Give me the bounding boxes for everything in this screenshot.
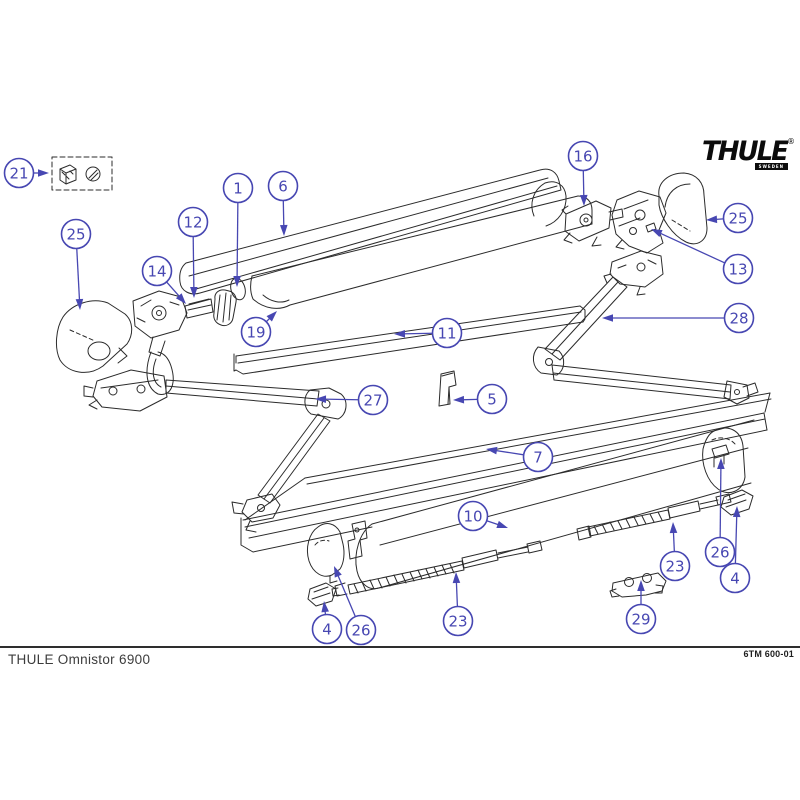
ceiling-rail bbox=[233, 305, 586, 375]
svg-text:11: 11 bbox=[437, 325, 456, 343]
callout-6: 6 bbox=[267, 170, 299, 236]
callout-27: 27 bbox=[315, 384, 389, 416]
callout-10: 10 bbox=[457, 500, 508, 532]
thule-logo: THULE® SWEDEN bbox=[702, 136, 796, 170]
hardware-kit-box bbox=[51, 156, 113, 191]
callout-1: 1 bbox=[222, 172, 254, 287]
callout-11: 11 bbox=[394, 317, 463, 349]
svg-text:29: 29 bbox=[631, 611, 650, 629]
gearbox-bracket bbox=[132, 290, 188, 395]
callout-28: 28 bbox=[602, 302, 755, 334]
crank-knob bbox=[184, 289, 237, 327]
tension-rafter-right bbox=[576, 493, 732, 541]
svg-text:25: 25 bbox=[66, 226, 85, 244]
svg-text:21: 21 bbox=[9, 165, 28, 183]
svg-text:19: 19 bbox=[246, 324, 265, 342]
callout-12: 12 bbox=[177, 206, 209, 298]
callout-7: 7 bbox=[486, 441, 554, 473]
spring-arm-right bbox=[533, 250, 759, 405]
logo-text: THULE bbox=[702, 136, 789, 168]
callout-21: 21 bbox=[3, 157, 49, 189]
callout-26: 26 bbox=[704, 458, 736, 568]
callout-4: 4 bbox=[719, 506, 751, 594]
callout-25: 25 bbox=[706, 202, 754, 234]
mounting-bracket-right bbox=[611, 190, 667, 254]
logo-subtext: SWEDEN bbox=[754, 163, 788, 170]
roller-tube bbox=[355, 419, 755, 590]
callout-19: 19 bbox=[240, 311, 277, 348]
svg-text:5: 5 bbox=[487, 391, 497, 409]
svg-text:16: 16 bbox=[573, 148, 592, 166]
svg-text:23: 23 bbox=[665, 558, 684, 576]
callout-5: 5 bbox=[453, 383, 508, 415]
tube-end-cap-right bbox=[702, 427, 746, 493]
svg-text:26: 26 bbox=[351, 622, 370, 640]
clip-left bbox=[307, 582, 337, 607]
end-cap-left bbox=[55, 300, 133, 373]
svg-text:4: 4 bbox=[730, 570, 740, 588]
fabric-hook bbox=[347, 520, 368, 560]
lead-rail bbox=[240, 412, 768, 553]
callout-29: 29 bbox=[625, 580, 657, 635]
callout-26: 26 bbox=[334, 566, 377, 646]
registered-mark: ® bbox=[786, 137, 795, 146]
end-cap-right bbox=[658, 172, 708, 245]
callout-23: 23 bbox=[659, 522, 691, 582]
svg-text:27: 27 bbox=[363, 392, 382, 410]
svg-text:13: 13 bbox=[728, 261, 747, 279]
svg-text:23: 23 bbox=[448, 613, 467, 631]
svg-text:10: 10 bbox=[463, 508, 482, 526]
tension-rafter-left bbox=[331, 540, 543, 597]
callout-16: 16 bbox=[567, 140, 599, 206]
svg-text:25: 25 bbox=[728, 210, 747, 228]
svg-text:26: 26 bbox=[710, 544, 729, 562]
rafter-clip bbox=[438, 370, 457, 407]
svg-text:12: 12 bbox=[183, 214, 202, 232]
callout-4: 4 bbox=[311, 601, 343, 645]
spring-arm-left bbox=[83, 369, 347, 533]
lead-rail-end-cover-left bbox=[306, 523, 345, 584]
document-number: 6TM 600-01 bbox=[743, 649, 794, 659]
svg-text:28: 28 bbox=[729, 310, 748, 328]
callout-13: 13 bbox=[651, 229, 754, 285]
callout-25: 25 bbox=[60, 218, 92, 310]
diagram-title: THULE Omnistor 6900 bbox=[8, 652, 151, 667]
svg-text:7: 7 bbox=[533, 449, 543, 467]
callout-23: 23 bbox=[442, 572, 474, 637]
svg-text:6: 6 bbox=[278, 178, 288, 196]
svg-text:14: 14 bbox=[147, 263, 166, 281]
support-bracket bbox=[609, 572, 667, 598]
svg-text:1: 1 bbox=[233, 180, 243, 198]
svg-text:4: 4 bbox=[322, 621, 332, 639]
motor-drive bbox=[561, 200, 624, 247]
callout-14: 14 bbox=[141, 255, 186, 304]
hood-panel bbox=[179, 168, 562, 295]
awning-fabric bbox=[244, 392, 772, 521]
footer-rule bbox=[0, 646, 800, 648]
